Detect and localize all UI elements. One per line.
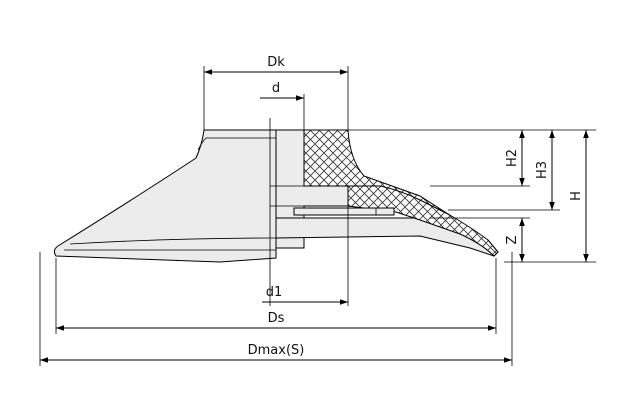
dim-H: H bbox=[569, 130, 589, 262]
dim-Dmax: Dmax(S) bbox=[40, 343, 512, 363]
label-Dmax: Dmax(S) bbox=[248, 343, 305, 358]
label-H2: H2 bbox=[505, 149, 520, 167]
label-H3: H3 bbox=[535, 161, 550, 179]
dim-d: d bbox=[260, 81, 304, 101]
label-Ds: Ds bbox=[268, 311, 285, 326]
skirt-inner-line bbox=[197, 137, 276, 151]
extension-lines bbox=[39, 66, 596, 366]
label-d1: d1 bbox=[266, 285, 283, 300]
dim-H2: H2 bbox=[505, 130, 525, 186]
dim-Dk: Dk bbox=[204, 55, 348, 75]
dim-Ds: Ds bbox=[56, 311, 496, 331]
dim-Z: Z bbox=[505, 218, 525, 262]
insert-plate bbox=[293, 207, 395, 216]
left-skirt bbox=[53, 129, 277, 263]
hatched-section-lip bbox=[347, 185, 499, 257]
label-H: H bbox=[569, 191, 584, 201]
suction-cup-body bbox=[53, 118, 499, 263]
dim-H3: H3 bbox=[535, 130, 555, 210]
label-Dk: Dk bbox=[267, 55, 285, 70]
dim-d1: d1 bbox=[262, 285, 348, 305]
skirt-lip-line bbox=[69, 237, 277, 245]
label-Z: Z bbox=[505, 235, 520, 244]
label-d: d bbox=[272, 81, 280, 96]
